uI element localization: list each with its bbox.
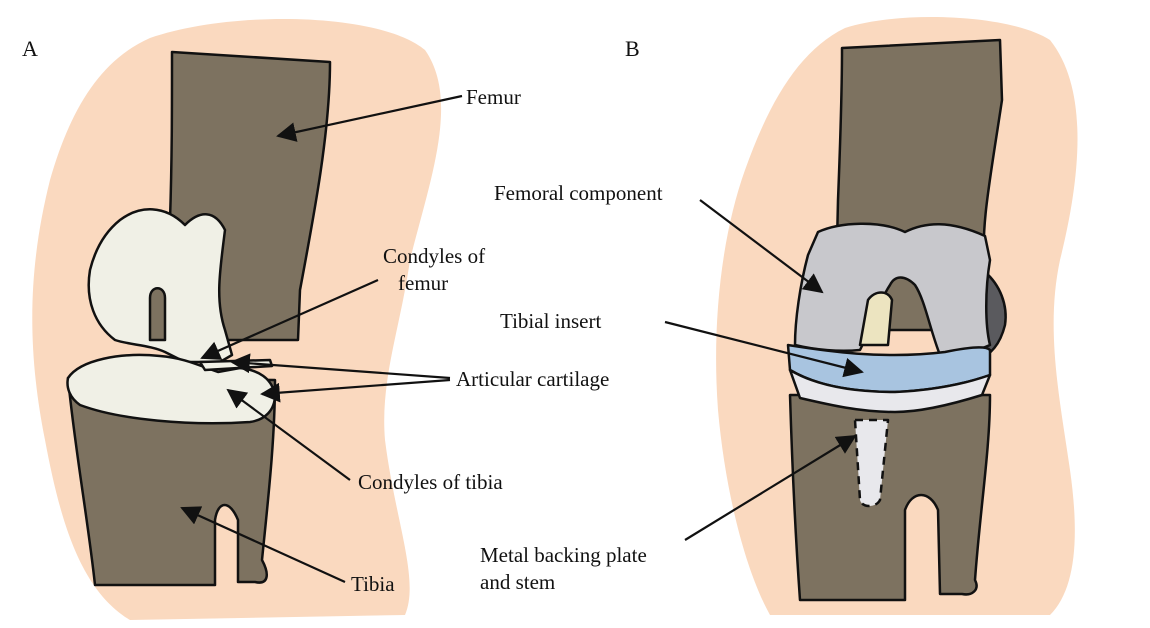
label-condyles-of-femur-line2: femur xyxy=(398,270,448,296)
label-metal-backing-plate-line1: Metal backing plate xyxy=(480,542,647,568)
label-femur: Femur xyxy=(466,84,521,110)
femoral-notch-a xyxy=(150,288,165,340)
label-femoral-component: Femoral component xyxy=(494,180,663,206)
label-metal-backing-plate-line2: and stem xyxy=(480,569,555,595)
label-tibia: Tibia xyxy=(351,571,395,597)
panel-label-a: A xyxy=(22,36,38,62)
tibia-bone-b xyxy=(790,395,990,600)
label-condyles-of-tibia: Condyles of tibia xyxy=(358,469,503,495)
label-tibial-insert: Tibial insert xyxy=(500,308,601,334)
label-articular-cartilage: Articular cartilage xyxy=(456,366,609,392)
panel-label-b: B xyxy=(625,36,640,62)
label-condyles-of-femur-line1: Condyles of xyxy=(383,243,485,269)
